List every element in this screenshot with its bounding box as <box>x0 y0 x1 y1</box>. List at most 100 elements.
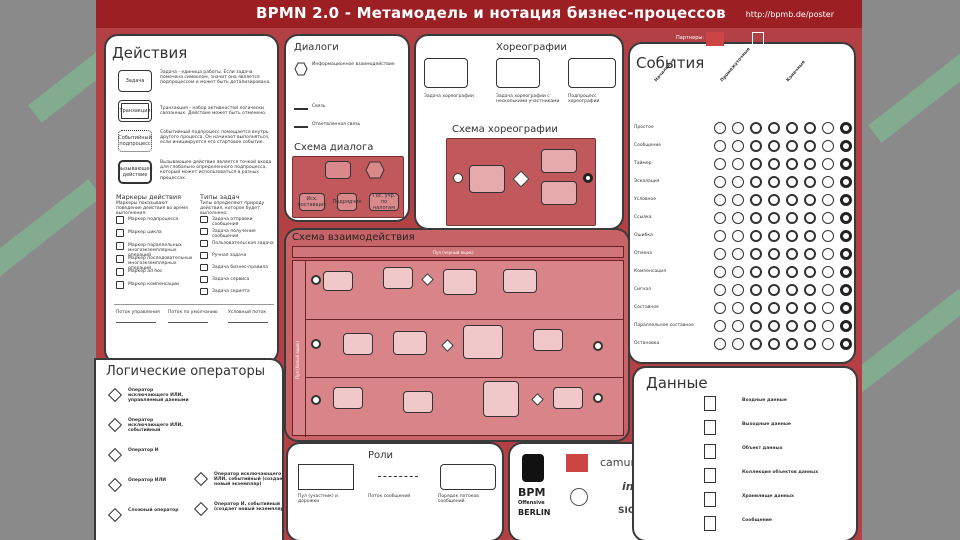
marker-icon <box>116 242 124 250</box>
event-icon <box>714 176 726 188</box>
event-icon <box>840 320 852 332</box>
choreography-title: Хореографии <box>496 42 567 53</box>
flow-conditional-label: Условный поток <box>228 310 267 315</box>
event-icon <box>786 248 798 260</box>
event-icon <box>732 212 744 224</box>
event-icon <box>750 338 762 350</box>
task-type-label: Пользовательская задача <box>212 241 274 246</box>
event-icon <box>732 248 744 260</box>
flow-conditional-arrow <box>228 322 268 323</box>
decor-stripe <box>868 39 960 143</box>
data-title: Данные <box>646 374 708 392</box>
event-icon <box>822 158 834 170</box>
collab-task <box>503 269 537 293</box>
marker-icon <box>116 255 124 263</box>
collab-task <box>403 391 433 413</box>
choreo-schema-task <box>541 181 577 205</box>
data-label: Объект данных <box>742 446 783 451</box>
choreo-schema-task <box>469 165 505 193</box>
event-icon <box>750 248 762 260</box>
event-icon <box>822 194 834 206</box>
task-type-label: Задача получения сообщения <box>212 229 256 240</box>
task-type-icon <box>200 288 208 295</box>
event-icon <box>786 122 798 134</box>
gateway-label: Оператор исключающего ИЛИ, управляемый д… <box>128 388 189 404</box>
data-object-icon <box>704 516 716 531</box>
lane-divider <box>305 377 623 378</box>
event-icon <box>714 320 726 332</box>
roles-item: Порядок потоков сообщений <box>438 494 479 505</box>
event-icon <box>822 248 834 260</box>
event-icon <box>732 140 744 152</box>
conversation-hexagon-icon <box>294 62 308 76</box>
event-icon <box>732 176 744 188</box>
conversation-link-icon <box>294 108 308 110</box>
roles-title: Роли <box>368 450 394 461</box>
marker-label: Маркер подпроцесса <box>128 217 179 222</box>
event-icon <box>732 194 744 206</box>
event-row-label: Сигнал <box>634 287 652 292</box>
gateway-label: Оператор исключающего ИЛИ, событийный (с… <box>214 472 284 488</box>
event-icon <box>732 266 744 278</box>
event-icon <box>750 122 762 134</box>
message-flow-order-shape <box>440 464 496 490</box>
collab-event <box>593 341 603 351</box>
actions-panel: Действия Задача Задача - единица работы.… <box>104 34 279 364</box>
poster-url[interactable]: http://bpmb.de/poster <box>745 10 834 19</box>
collab-task <box>393 331 427 355</box>
events-title: События <box>636 54 705 72</box>
task-type-label: Задача бизнес-правила <box>212 265 269 270</box>
choreo-schema <box>446 138 596 226</box>
event-icon <box>768 320 780 332</box>
event-icon <box>768 248 780 260</box>
bpm-logo-berlin: BERLIN <box>518 508 551 517</box>
event-icon <box>786 176 798 188</box>
event-icon <box>768 212 780 224</box>
event-row-label: Отмена <box>634 251 653 256</box>
event-icon <box>750 302 762 314</box>
choreo-gateway <box>512 170 530 188</box>
event-icon <box>840 122 852 134</box>
event-icon <box>822 176 834 188</box>
event-icon <box>786 302 798 314</box>
marker-icon <box>116 268 124 276</box>
collaboration-panel: Схема взаимодействия Пул (черный ящик) П… <box>284 228 630 442</box>
data-label: Сообщение <box>742 518 772 523</box>
event-icon <box>786 158 798 170</box>
data-object-icon <box>704 396 716 411</box>
marker-label: Маркер последовательных многоэкземплярны… <box>128 256 193 272</box>
forked-link-icon <box>294 126 308 128</box>
event-icon <box>714 230 726 242</box>
event-icon <box>750 266 762 278</box>
flow-default-arrow <box>168 322 208 323</box>
roles-panel: Роли Пул (участник) и дорожки Поток сооб… <box>286 442 504 540</box>
gateway-label: Оператор И, событийный (создает новый эк… <box>214 502 284 513</box>
gateway-icon <box>193 471 209 487</box>
dialog-participant <box>325 161 351 179</box>
gateway-icon <box>107 477 123 493</box>
call-activity-shape: Вызывающее действие <box>117 160 153 184</box>
transaction-shape: Транзакция <box>118 100 152 122</box>
choreo-end-event <box>583 173 593 183</box>
dialogs-title: Диалоги <box>294 42 339 53</box>
collab-task <box>483 381 519 417</box>
dialogs-panel: Диалоги Информационное взаимодействие Св… <box>284 34 410 222</box>
header-bar: BPMN 2.0 - Метамодель и нотация бизнес-п… <box>96 0 862 28</box>
collab-gateway <box>421 273 434 286</box>
event-icon <box>786 320 798 332</box>
flow-default-label: Поток по умолчанию <box>168 310 218 315</box>
task-type-label: Задача скрипта <box>212 289 250 294</box>
partner-logo <box>752 32 764 46</box>
choreo-caption: Задача хореографии c несколькими участни… <box>496 94 560 105</box>
choreo-start-event <box>453 173 463 183</box>
data-object-icon <box>704 492 716 507</box>
collab-task <box>343 333 373 355</box>
event-icon <box>840 140 852 152</box>
event-icon <box>840 194 852 206</box>
event-icon <box>840 338 852 350</box>
events-column-header: Конечные <box>786 59 807 84</box>
task-type-label: Ручная задача <box>212 253 247 258</box>
dialog-schema-title: Схема диалога <box>294 142 374 153</box>
event-icon <box>714 212 726 224</box>
event-icon <box>768 338 780 350</box>
